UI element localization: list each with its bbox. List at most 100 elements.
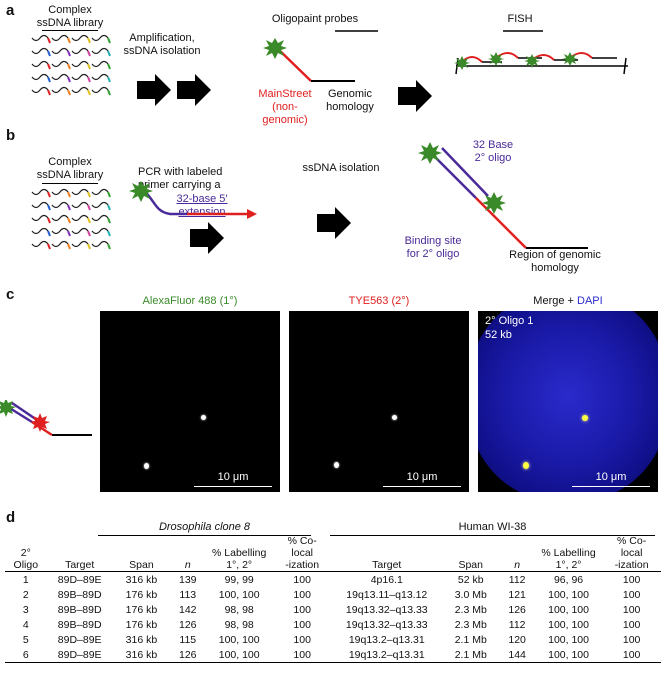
scale-bar	[194, 486, 272, 487]
probe-schematic-c-icon	[0, 400, 92, 437]
library-a-label: Complex ssDNA library	[36, 4, 104, 29]
column-header: n	[170, 535, 206, 572]
table-cell: 89B–89D	[57, 603, 102, 616]
column-header: Target	[331, 535, 443, 572]
table-cell: 142	[179, 603, 197, 616]
binding-site-label: Binding site for 2° oligo	[404, 235, 462, 260]
table-cell: 120	[508, 633, 526, 646]
table-cell: 115	[179, 633, 197, 646]
table-cell: 126	[179, 618, 197, 631]
column-header: % Labelling 1°, 2°	[205, 535, 273, 572]
human-header: Human WI-38	[458, 521, 527, 533]
table-cell: 100	[272, 647, 332, 663]
table-cell: 100, 100	[548, 603, 589, 616]
table-cell: 89B–89D	[57, 618, 102, 631]
table-cell: 112	[508, 618, 526, 631]
table-cell: 89D–89E	[57, 573, 102, 586]
table-cell: 100	[622, 588, 641, 601]
table-cell: 99, 99	[224, 573, 254, 586]
table-cell: 5	[22, 633, 29, 646]
arrow-b1-icon	[190, 222, 224, 254]
table-cell: 3	[22, 603, 29, 616]
table-cell: 98, 98	[224, 618, 254, 631]
genomic-homology-label: Genomic homology	[326, 88, 374, 113]
table-cell: 100	[622, 633, 641, 646]
table-cell: 4p16.1	[370, 573, 403, 586]
table-cell: 4	[22, 618, 29, 631]
table-cell: 100, 100	[548, 633, 589, 646]
fish-diagram-icon	[454, 30, 628, 75]
table-cell: 100, 100	[218, 633, 260, 646]
library-b-rule	[42, 183, 98, 184]
arrows-a1-icon	[137, 74, 211, 106]
table-cell: 2.3 Mb	[454, 618, 487, 631]
table-cell: 2.1 Mb	[454, 633, 487, 646]
oligo-32-label: 32 Base 2° oligo	[472, 139, 514, 164]
amplification-label: Amplification, ssDNA isolation	[123, 32, 201, 57]
table-cell: 100	[293, 588, 311, 601]
table-cell: 96, 96	[553, 573, 584, 586]
mainstreet-label: MainStreet (non-genomic)	[258, 88, 312, 126]
alexafluor-image: 10 μm	[100, 311, 280, 492]
colocal-spot	[523, 462, 529, 469]
table-cell: 52 kb	[457, 573, 484, 586]
ssdna-library-b-icon	[31, 188, 111, 250]
table-cell: 139	[179, 573, 197, 586]
tye563-title: TYE563 (2°)	[348, 295, 410, 307]
table-row: 3 89B–89D 176 kb 142 98, 98 100 19q13.32–q13.3…	[5, 602, 661, 617]
nucleus	[478, 311, 658, 492]
table-cell: 144	[499, 647, 535, 663]
column-header: Span	[112, 535, 171, 572]
tye563-image: 10 μm	[289, 311, 469, 492]
table-cell: 19q13.32–q13.33	[345, 618, 428, 631]
merge-title: Merge + DAPI	[533, 295, 603, 307]
table-cell: 100	[622, 603, 641, 616]
column-header: 2° Oligo	[5, 535, 47, 572]
table-cell: 100	[622, 618, 641, 631]
scale-bar-label: 10 μm	[595, 471, 627, 483]
table-cell: 100, 100	[548, 588, 589, 601]
table-cell: 98, 98	[224, 603, 254, 616]
colocal-spot	[582, 415, 588, 421]
table-cell: 100, 100	[534, 647, 603, 663]
table-cell: 316 kb	[125, 633, 158, 646]
scale-bar	[572, 486, 650, 487]
oligopaint-title: Oligopaint probes	[271, 13, 359, 25]
column-header: Span	[442, 535, 500, 572]
ssdna-isolation-label: ssDNA isolation	[302, 162, 380, 174]
table-cell: 6	[5, 647, 47, 663]
table-cell: 100	[602, 647, 661, 663]
table-cell: 19q13.2–q13.31	[348, 633, 425, 646]
drosophila-header: Drosophila clone 8	[158, 521, 251, 533]
table-cell: 100	[293, 573, 311, 586]
signal-spot	[334, 462, 339, 468]
table-cell: 126	[170, 647, 206, 663]
signal-spot	[144, 463, 149, 469]
scale-bar-label: 10 μm	[217, 471, 249, 483]
column-header: % Co-local -ization	[272, 535, 332, 572]
table-cell: 19q13.11–q13.12	[346, 588, 428, 601]
panel-c-label: c	[6, 286, 15, 303]
table-cell: 176 kb	[125, 603, 158, 616]
column-header: Target	[46, 535, 113, 572]
scale-bar	[383, 486, 461, 487]
table-cell: 3.0 Mb	[454, 588, 487, 601]
table-cell: 112	[508, 573, 526, 586]
table-cell: 113	[179, 588, 197, 601]
table-cell: 19q13.32–q13.33	[345, 603, 428, 616]
table-cell: 100	[293, 633, 311, 646]
table-cell: 100, 100	[218, 588, 260, 601]
signal-spot	[392, 415, 397, 420]
merge-image: 2° Oligo 1 52 kb 10 μm	[478, 311, 658, 492]
table-cell: 2.1 Mb	[442, 647, 500, 663]
alexafluor-title: AlexaFluor 488 (1°)	[142, 295, 238, 307]
scale-bar-label: 10 μm	[406, 471, 438, 483]
table-cell: 100	[293, 618, 311, 631]
table-cell: 316 kb	[112, 647, 171, 663]
